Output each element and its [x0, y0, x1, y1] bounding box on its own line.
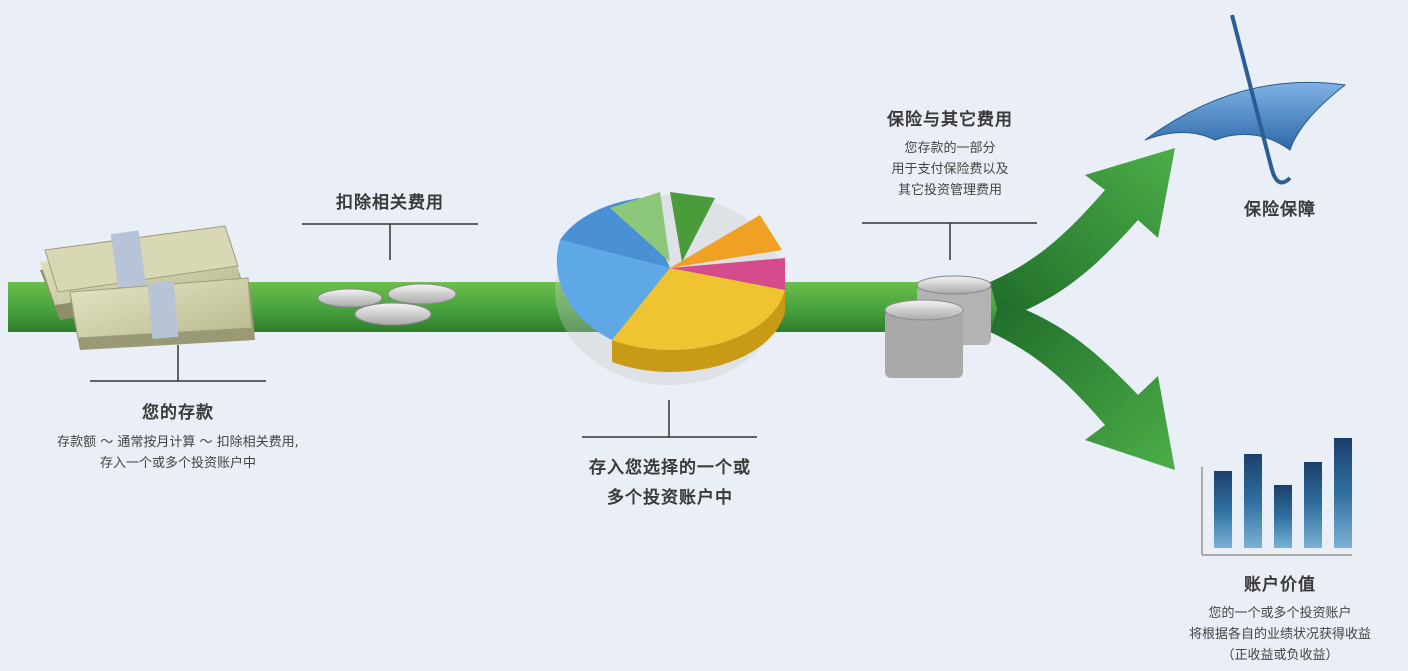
connector-deduct — [302, 223, 478, 260]
account-value-desc-line2: 将根据各自的业绩状况获得收益 — [1188, 627, 1371, 642]
fees-desc-line3: 其它投资管理费用 — [897, 183, 1002, 198]
arrow-down-to-account-value — [990, 300, 1175, 470]
invest-title-line1: 存入您选择的一个或 — [589, 458, 751, 478]
deposit-desc-line2: 存入一个或多个投资账户中 — [99, 456, 256, 471]
connector-deposit — [90, 345, 266, 382]
fees-label-group: 保险与其它费用 您存款的一部分 用于支付保险费以及 其它投资管理费用 — [840, 105, 1060, 201]
cash-stack-icon — [40, 225, 255, 350]
account-value-label-group: 账户价值 您的一个或多个投资账户 将根据各自的业绩状况获得收益 （正收益或负收益… — [1160, 570, 1400, 666]
account-value-desc-line1: 您的一个或多个投资账户 — [1208, 606, 1352, 621]
account-value-desc-line3: （正收益或负收益） — [1221, 648, 1339, 663]
account-value-title: 账户价值 — [1244, 575, 1316, 595]
coin-stacks-icon — [884, 275, 992, 378]
arrow-up-to-protection — [990, 148, 1175, 320]
deposit-desc-line1: 存款额 ～ 通常按月计算 ～ 扣除相关费用, — [57, 435, 299, 450]
protection-label-group: 保险保障 — [1200, 195, 1360, 220]
fees-desc-line1: 您存款的一部分 — [904, 141, 996, 156]
deposit-label-group: 您的存款 存款额 ～ 通常按月计算 ～ 扣除相关费用, 存入一个或多个投资账户中 — [20, 398, 336, 474]
connector-fees — [862, 222, 1037, 260]
pie-chart-icon — [555, 192, 785, 385]
coins-icon — [317, 283, 457, 326]
deposit-title: 您的存款 — [142, 403, 214, 423]
connectors — [90, 222, 1037, 438]
connector-invest — [582, 400, 757, 438]
invest-label-group: 存入您选择的一个或 多个投资账户中 — [540, 453, 800, 513]
deduct-title: 扣除相关费用 — [336, 193, 444, 213]
fees-title: 保险与其它费用 — [887, 110, 1013, 130]
protection-title: 保险保障 — [1244, 200, 1316, 220]
deduct-label-group: 扣除相关费用 — [290, 188, 490, 213]
invest-title-line2: 多个投资账户中 — [607, 488, 733, 508]
fees-desc-line2: 用于支付保险费以及 — [891, 162, 1009, 177]
growth-bar-chart-icon — [1201, 438, 1352, 556]
umbrella-icon — [1144, 14, 1347, 185]
